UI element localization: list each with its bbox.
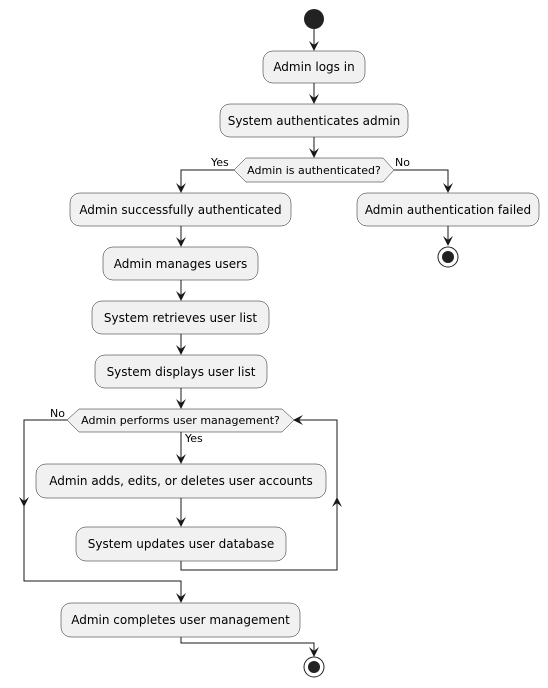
activity-admin-completes-user-management: Admin completes user management <box>60 602 301 638</box>
activity-admin-authentication-failed: Admin authentication failed <box>356 192 540 227</box>
activity-system-retrieves-user-list: System retrieves user list <box>91 300 270 335</box>
branch-label-yes: Yes <box>210 156 229 169</box>
activity-system-displays-user-list: System displays user list <box>94 354 268 389</box>
activity-label: Admin adds, edits, or deletes user accou… <box>49 474 312 488</box>
decision-label: Admin performs user management? <box>81 414 280 427</box>
end-node-final <box>303 656 325 678</box>
branch-label-no: No <box>50 407 65 420</box>
activity-label: Admin completes user management <box>71 613 290 627</box>
activity-label: System updates user database <box>88 537 275 551</box>
decision-label: Admin is authenticated? <box>247 164 381 177</box>
activity-label: Admin successfully authenticated <box>79 203 281 217</box>
branch-label-yes: Yes <box>184 432 203 445</box>
activity-label: Admin logs in <box>273 60 354 74</box>
branch-label-no: No <box>395 156 410 169</box>
activity-system-updates-user-database: System updates user database <box>75 526 287 562</box>
activity-admin-successfully-authenticated: Admin successfully authenticated <box>69 192 292 227</box>
activity-label: Admin manages users <box>114 257 248 271</box>
activity-system-authenticates-admin: System authenticates admin <box>219 103 409 138</box>
activity-admin-adds-edits-deletes: Admin adds, edits, or deletes user accou… <box>35 463 327 499</box>
activity-label: Admin authentication failed <box>365 203 531 217</box>
decision-performs-user-management: Admin performs user management? <box>66 408 295 433</box>
activity-label: System retrieves user list <box>104 311 257 325</box>
end-node-failure <box>437 246 459 268</box>
activity-label: System authenticates admin <box>228 114 401 128</box>
activity-admin-manages-users: Admin manages users <box>102 246 259 281</box>
start-node <box>304 9 324 29</box>
activity-label: System displays user list <box>107 365 256 379</box>
edges <box>19 29 453 657</box>
activity-admin-logs-in: Admin logs in <box>262 50 366 84</box>
decision-is-authenticated: Admin is authenticated? <box>233 157 395 183</box>
